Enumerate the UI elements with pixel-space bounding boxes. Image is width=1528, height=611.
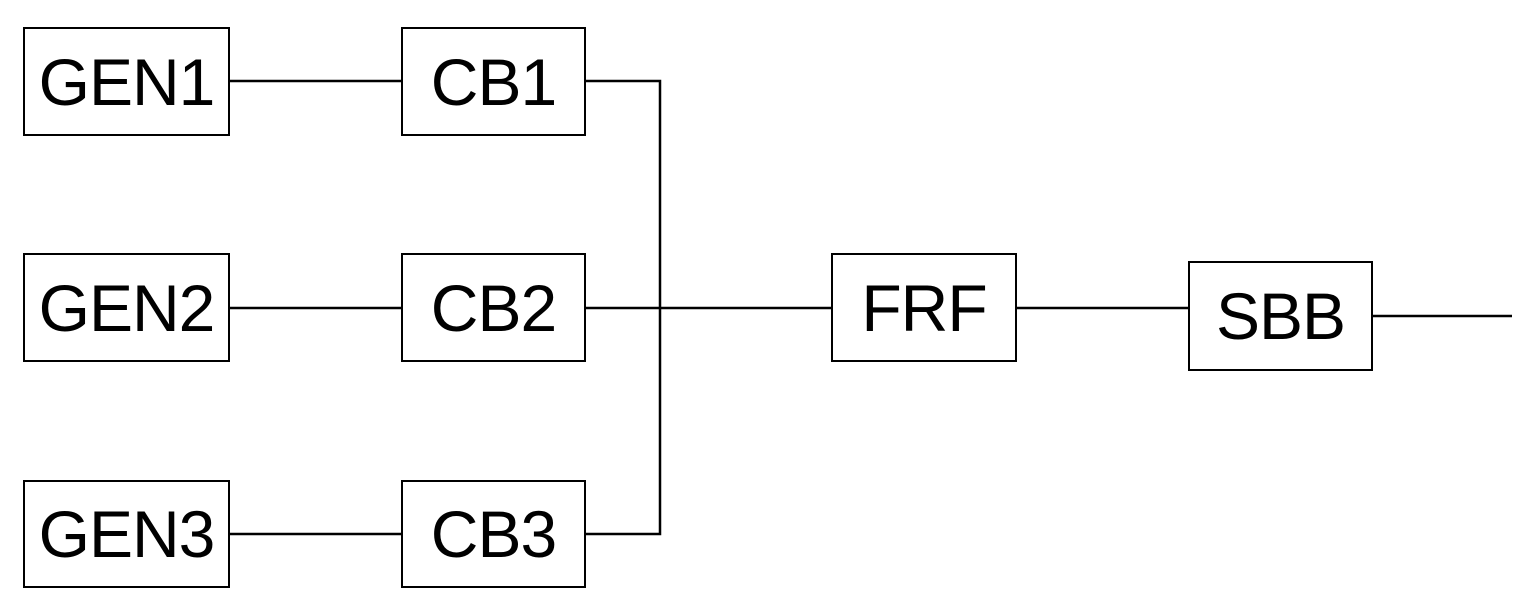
cb3-block: CB3 xyxy=(401,480,586,588)
cb2-label: CB2 xyxy=(430,270,557,345)
connector-cb3-bus xyxy=(586,308,662,536)
cb1-label: CB1 xyxy=(430,44,557,119)
gen3-label: GEN3 xyxy=(38,497,216,571)
frf-block: FRF xyxy=(831,253,1017,362)
connector-cb1-bus xyxy=(586,79,662,308)
gen2-block: GEN2 xyxy=(23,253,230,362)
sbb-label: SBB xyxy=(1215,279,1346,353)
cb2-block: CB2 xyxy=(401,253,586,362)
gen2-label: GEN2 xyxy=(38,270,216,345)
gen1-label: GEN1 xyxy=(38,44,216,119)
gen3-block: GEN3 xyxy=(23,480,230,588)
gen1-block: GEN1 xyxy=(23,27,230,136)
cb3-label: CB3 xyxy=(430,497,557,571)
sbb-block: SBB xyxy=(1188,261,1373,371)
frf-label: FRF xyxy=(861,270,987,345)
cb1-block: CB1 xyxy=(401,27,586,136)
